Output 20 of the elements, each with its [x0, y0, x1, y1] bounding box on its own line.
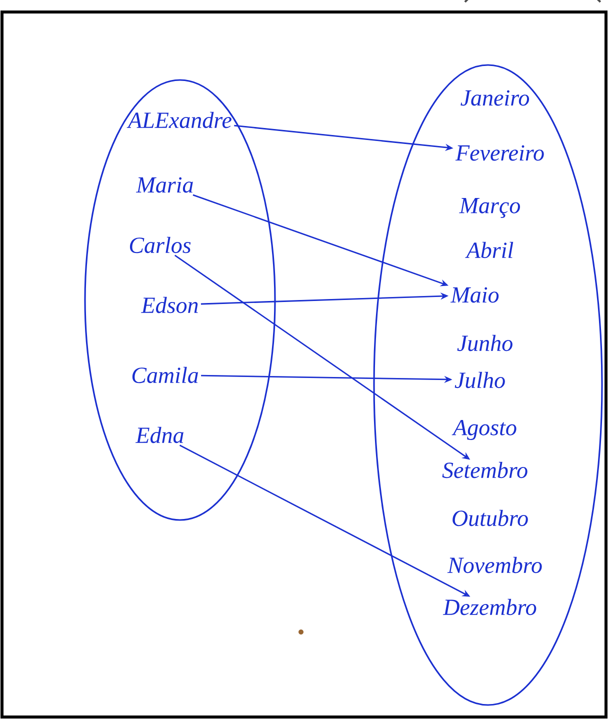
handwritten-word: ALExandre: [126, 112, 232, 128]
handwritten-word: Fevereiro: [455, 145, 544, 161]
handwritten-word: Setembro: [442, 462, 528, 478]
handwritten-word: Edna: [135, 426, 184, 444]
handwritten-word: Carlos: [130, 236, 191, 254]
handwritten-word: Maria: [136, 177, 193, 193]
handwritten-word: Edson: [140, 296, 198, 314]
handwritten-word: Março: [459, 198, 520, 218]
handwritten-word: Maio: [450, 287, 499, 303]
handwritten-word: Abril: [465, 242, 514, 258]
ellipse-outline: [84, 79, 276, 521]
handwritten-word: Junho: [457, 334, 512, 352]
handwritten-word: Janeiro: [460, 90, 530, 106]
handwritten-word: Novembro: [447, 556, 542, 574]
handwritten-word: Camila: [132, 366, 198, 384]
handwritten-word: Agosto: [452, 420, 516, 440]
handwritten-word: Julho: [454, 372, 505, 388]
handwritten-word: Dezembro: [442, 598, 536, 616]
ellipse-outline: [373, 64, 603, 706]
handwritten-word: Outubro: [452, 510, 528, 526]
